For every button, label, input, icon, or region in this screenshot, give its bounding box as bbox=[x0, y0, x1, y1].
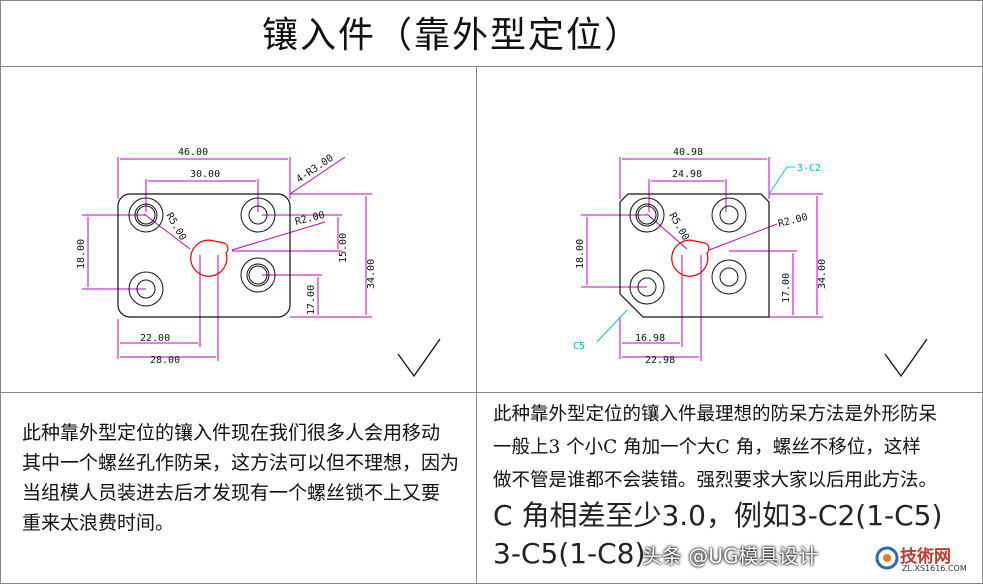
right-dim-r2: R2.00 bbox=[777, 212, 809, 230]
right-dim-r5: R5.00 bbox=[666, 211, 691, 243]
logo-subtext: ZL.XS1616.COM bbox=[902, 564, 967, 573]
watermark: 头条 @UG模具设计 bbox=[642, 544, 819, 568]
left-text-line: 重来太浪费时间。 bbox=[22, 512, 175, 534]
left-drawing: 46.00 30.00 4-R3.00 R5.00 R2.00 18.00 15… bbox=[76, 147, 441, 378]
left-text-line: 当组模人员装进去后才发现有一个螺丝锁不上又要 bbox=[22, 482, 441, 504]
left-text-line: 此种靠外型定位的镶入件现在我们很多人会用移动 bbox=[22, 422, 441, 444]
right-dim-2498: 24.98 bbox=[672, 169, 702, 180]
left-dim-28: 28.00 bbox=[150, 355, 180, 366]
vertical-divider bbox=[476, 67, 477, 584]
left-dim-18: 18.00 bbox=[76, 239, 87, 269]
gear-icon bbox=[875, 546, 899, 570]
left-dim-22: 22.00 bbox=[140, 333, 170, 344]
left-dim-17: 17.00 bbox=[306, 285, 317, 315]
left-description: 此种靠外型定位的镶入件现在我们很多人会用移动 其中一个螺丝孔作防呆，这方法可以但… bbox=[22, 418, 459, 538]
page-title: 镶入件（靠外型定位） bbox=[262, 15, 643, 56]
left-dim-34: 34.00 bbox=[366, 259, 377, 289]
left-dim-r2: R2.00 bbox=[294, 210, 326, 228]
right-dim-1698: 16.98 bbox=[635, 333, 665, 344]
right-dim-4098: 40.98 bbox=[673, 147, 703, 158]
right-dim-3c2: 3-C2 bbox=[797, 163, 821, 174]
right-dim-c5: C5 bbox=[573, 341, 585, 352]
right-dim-2298: 22.98 bbox=[645, 355, 675, 366]
right-text-line: 一般上3 个小C 角加一个大C 角，螺丝不移位，这样 bbox=[493, 437, 921, 458]
logo-text: 技術网 bbox=[900, 547, 951, 567]
right-text-big-line: 3-C5(1-C8) bbox=[493, 537, 646, 570]
right-text-line: 此种靠外型定位的镶入件最理想的防呆方法是外形防呆 bbox=[493, 404, 938, 425]
right-text-big-line: C 角相差至少3.0，例如3-C2(1-C5) bbox=[493, 499, 943, 532]
right-description: 此种靠外型定位的镶入件最理想的防呆方法是外形防呆 一般上3 个小C 角加一个大C… bbox=[493, 398, 942, 573]
left-dim-30: 30.00 bbox=[190, 169, 220, 180]
left-dim-4r3: 4-R3.00 bbox=[295, 153, 336, 186]
right-drawing: 40.98 24.98 R5.00 R2.00 18.00 17.00 34.0… bbox=[573, 147, 928, 378]
right-dim-34: 34.00 bbox=[817, 259, 828, 289]
right-dim-17: 17.00 bbox=[781, 273, 792, 303]
left-dim-46: 46.00 bbox=[178, 147, 208, 158]
left-dim-15: 15.00 bbox=[338, 233, 349, 263]
right-dim-18: 18.00 bbox=[575, 239, 586, 269]
check-icon bbox=[397, 338, 441, 378]
check-icon bbox=[884, 338, 928, 378]
site-logo: 技術网 ZL.XS1616.COM bbox=[874, 540, 980, 580]
title-bar: 镶入件（靠外型定位） bbox=[0, 0, 983, 67]
right-text-line: 做不管是谁都不会装错。强烈要求大家以后用此方法。 bbox=[493, 470, 938, 491]
horizontal-divider bbox=[0, 392, 983, 393]
left-text-line: 其中一个螺丝孔作防呆，这方法可以但不理想，因为 bbox=[22, 452, 460, 474]
